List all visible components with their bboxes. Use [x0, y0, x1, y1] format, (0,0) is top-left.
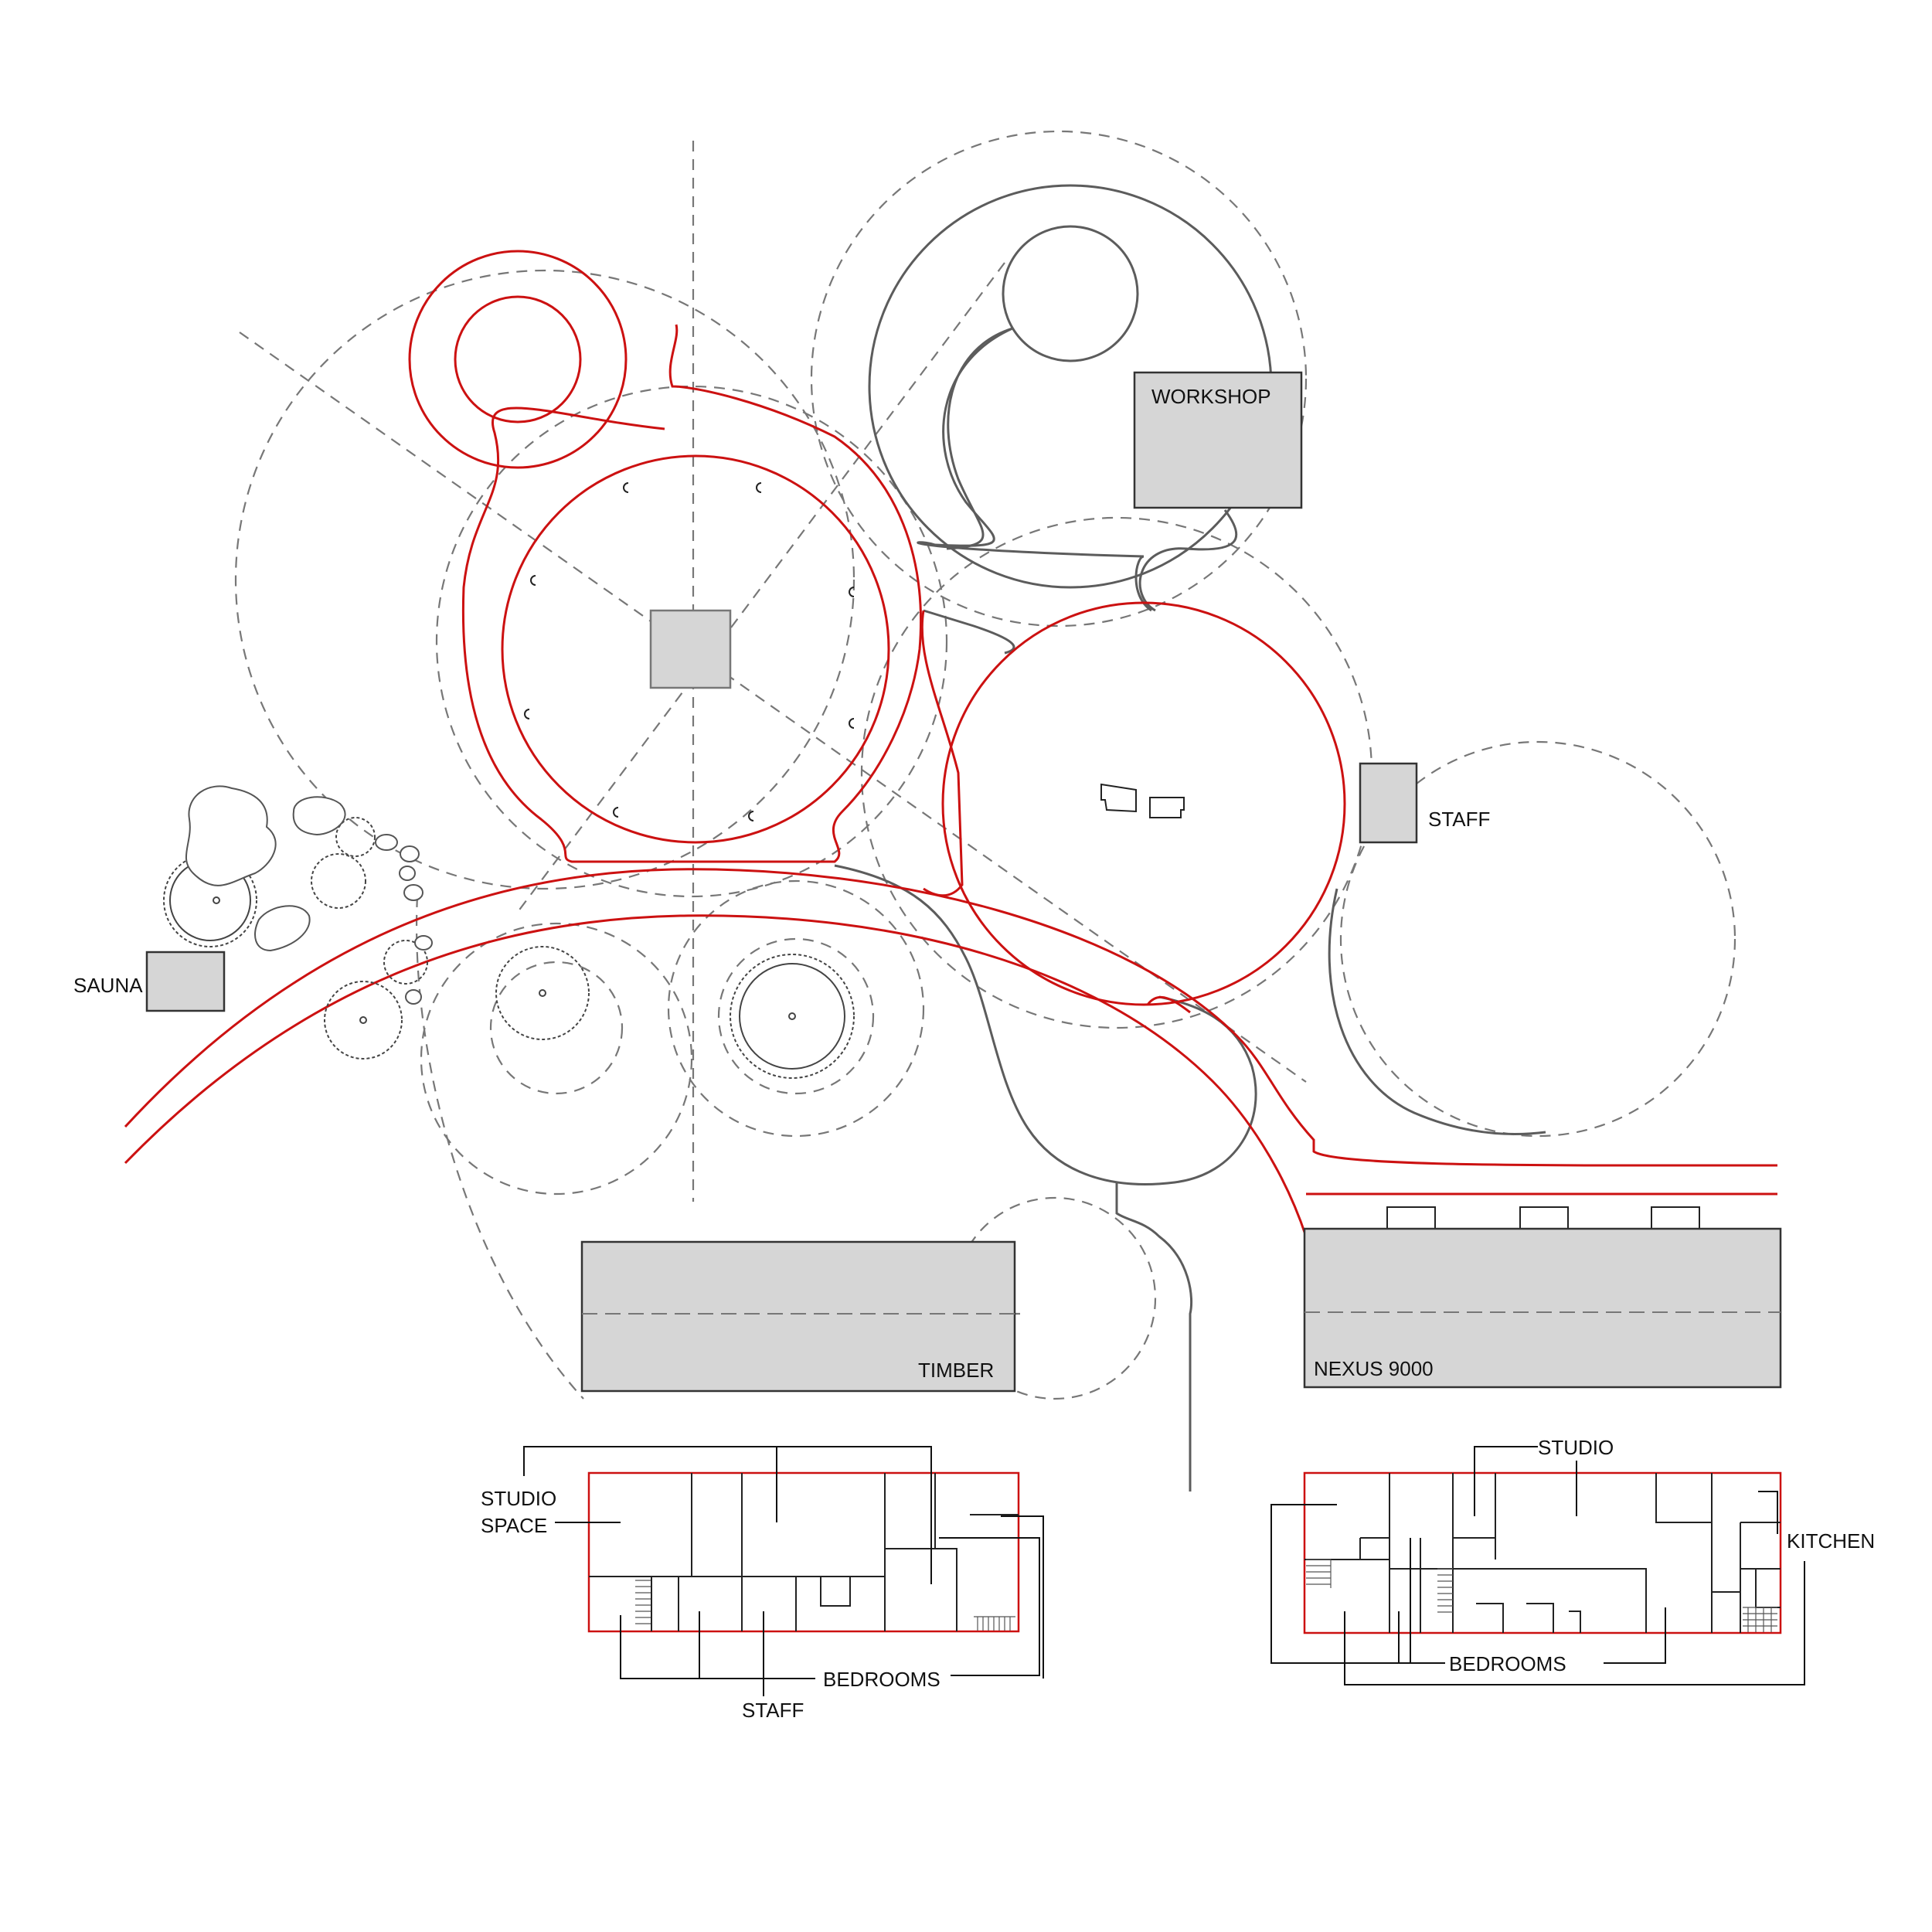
bedrooms-right-label: BEDROOMS [1449, 1652, 1566, 1675]
trees [163, 817, 855, 1079]
workshop-label: WORKSHOP [1151, 385, 1271, 408]
lamp-posts [524, 482, 855, 821]
timber-building: TIMBER [580, 1240, 1016, 1393]
bedrooms-left-label: BEDROOMS [823, 1668, 940, 1691]
staff-hut: STAFF [1359, 762, 1490, 844]
staff-hut-label: STAFF [1428, 808, 1490, 831]
workshop-building: WORKSHOP [1133, 371, 1303, 509]
sauna-label: SAUNA [73, 974, 143, 997]
central-pavilion [649, 609, 732, 689]
studio-space-label-line2: SPACE [481, 1514, 547, 1537]
kitchen-label: KITCHEN [1787, 1529, 1875, 1553]
studio-right-label: STUDIO [1538, 1436, 1614, 1459]
benches [1100, 783, 1185, 818]
studio-space-label-line1: STUDIO [481, 1487, 556, 1510]
timber-floor-plan: STUDIO SPACE BEDROOMS STAFF [481, 1446, 1044, 1722]
red-paths [124, 250, 1778, 1237]
nexus-building: NEXUS 9000 [1303, 1206, 1782, 1389]
staff-left-label: STAFF [742, 1699, 804, 1722]
rocks [185, 785, 433, 1005]
nexus-floor-plan: STUDIO KITCHEN BEDROOMS [1270, 1436, 1875, 1685]
sauna-building: SAUNA [73, 951, 226, 1012]
timber-label: TIMBER [918, 1359, 994, 1382]
nexus-label: NEXUS 9000 [1314, 1357, 1434, 1380]
